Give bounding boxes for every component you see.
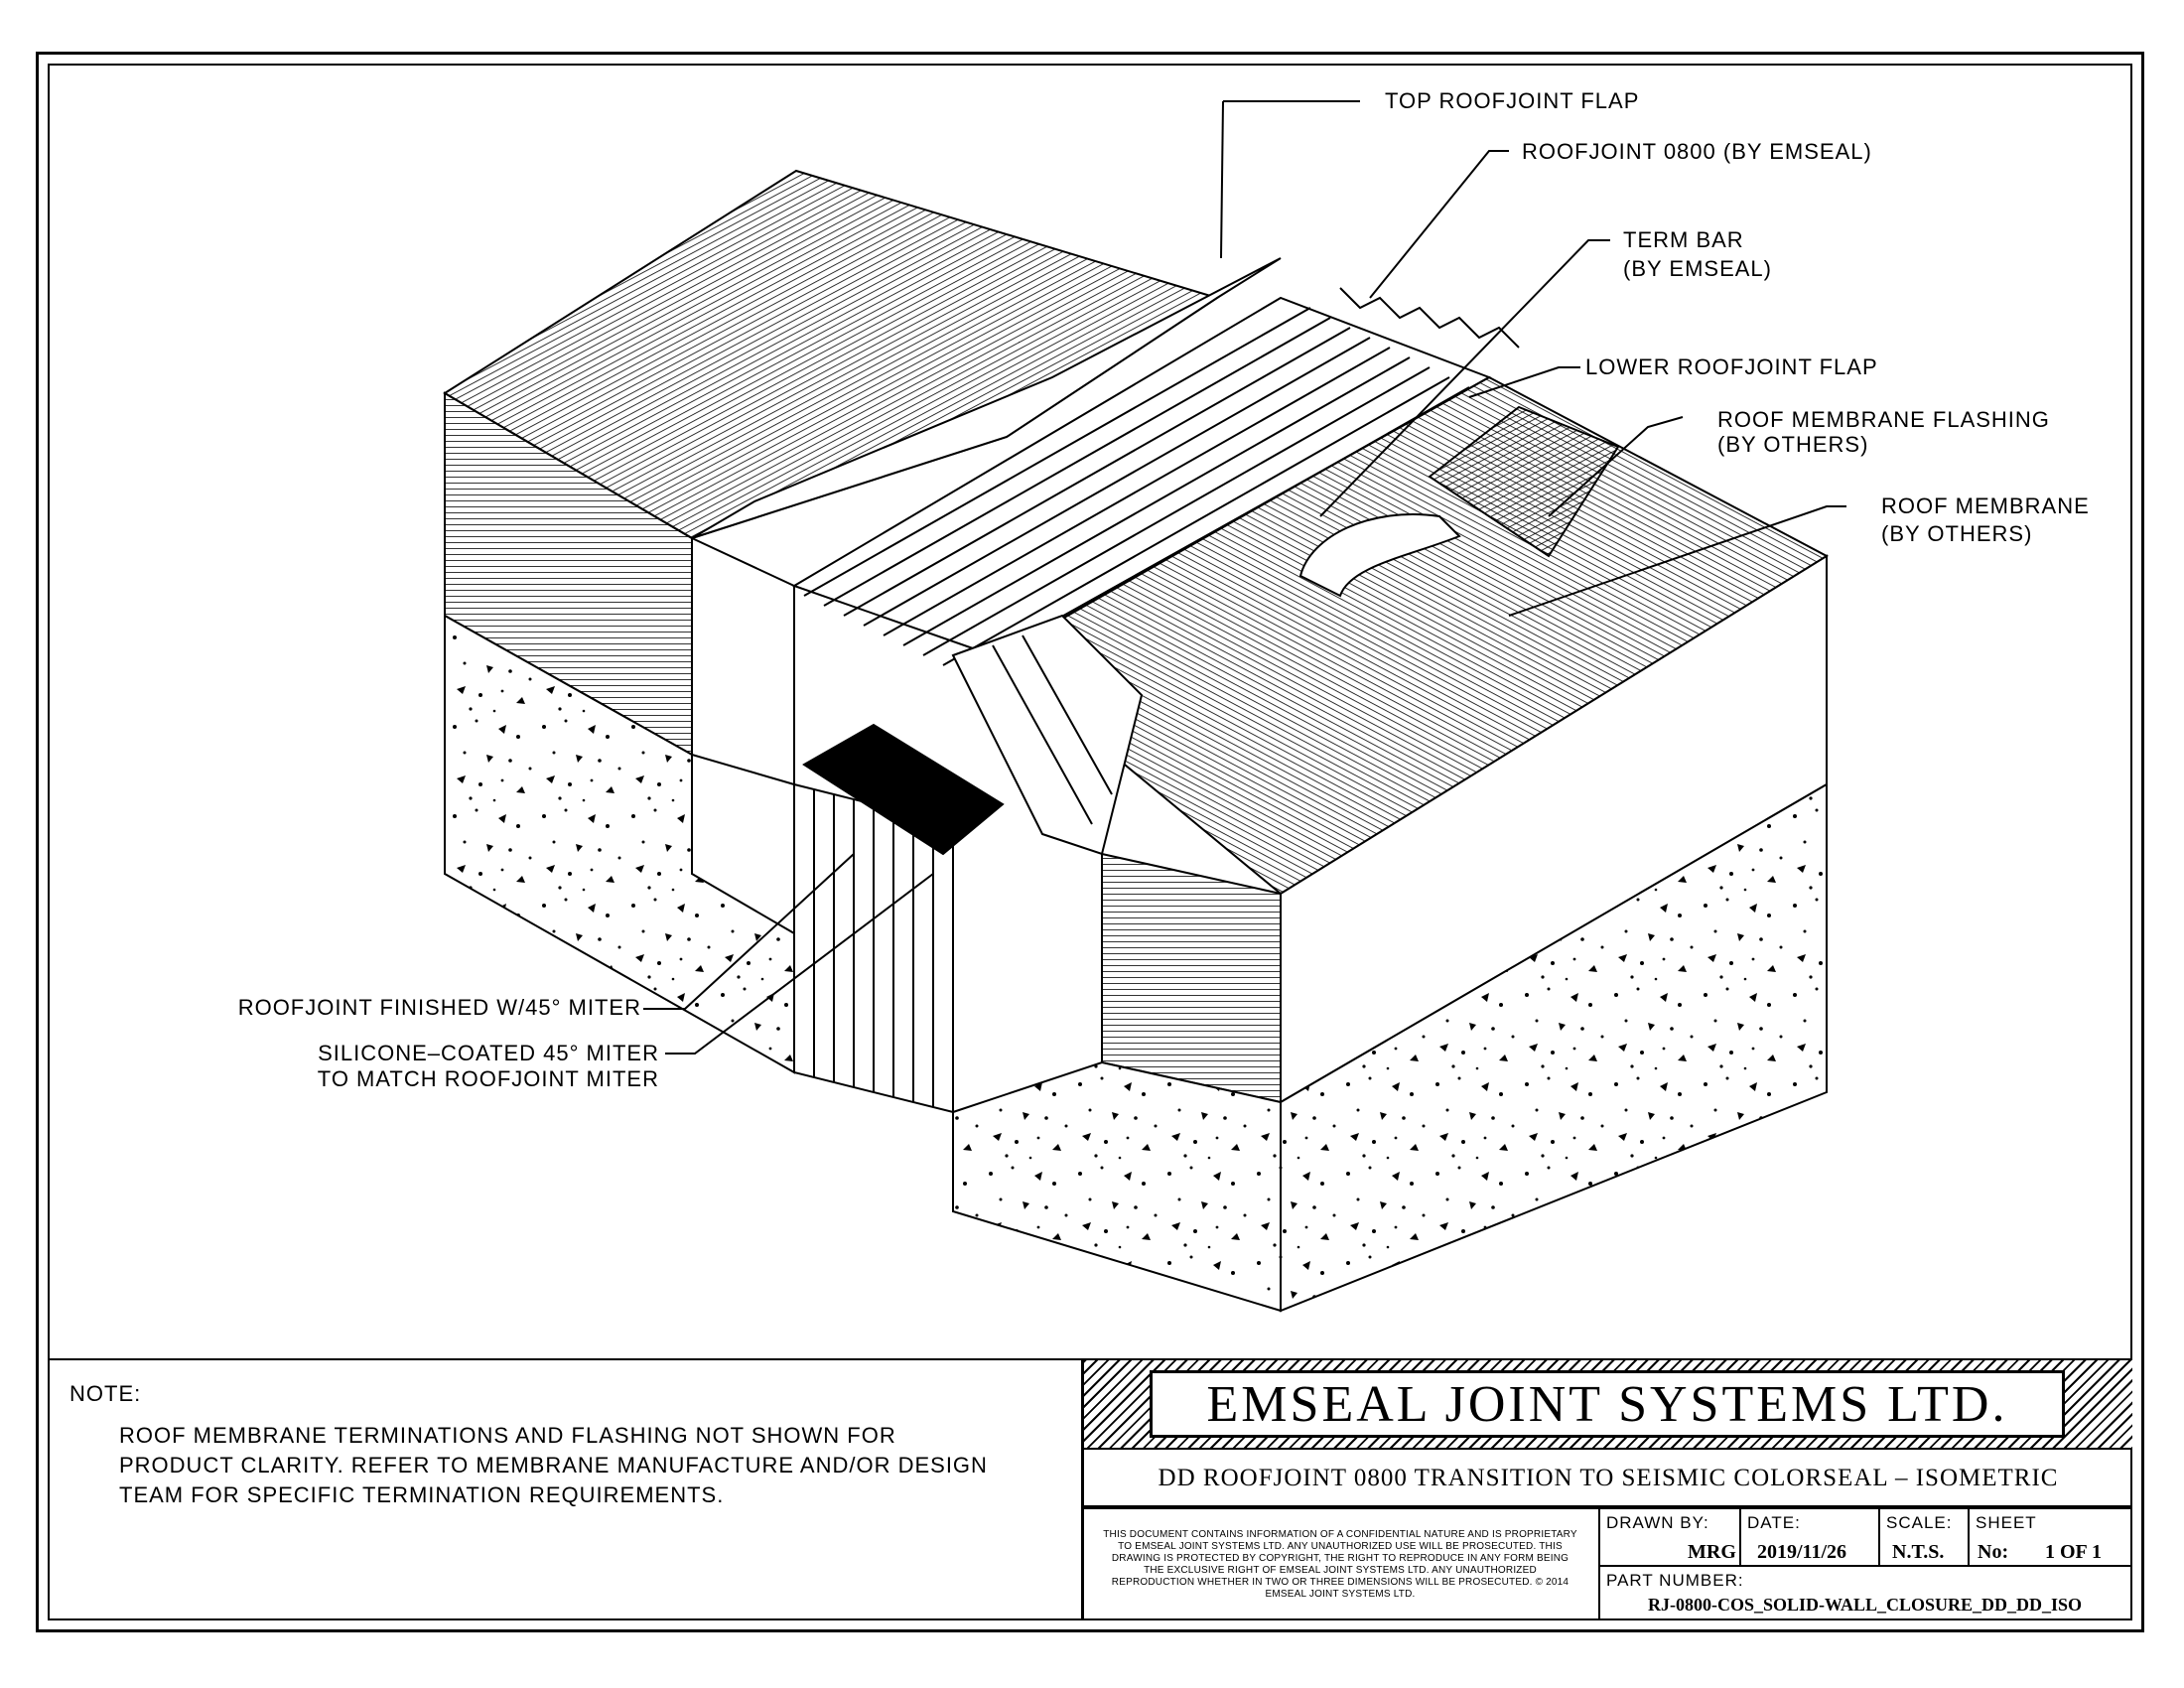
date-label: DATE: — [1747, 1513, 1801, 1532]
roof-membrane-flashing — [1428, 405, 1620, 558]
callout-leaders — [643, 100, 1846, 1055]
drawing-title: DD ROOFJOINT 0800 TRANSITION TO SEISMIC … — [1084, 1452, 2132, 1507]
sheet-cell — [1968, 1509, 1970, 1565]
callout-roofjoint-miter: ROOFJOINT FINISHED W/45° MITER — [237, 995, 641, 1020]
sheet-label: SHEET — [1976, 1513, 2037, 1532]
top-flap-front — [691, 536, 795, 786]
scale-value: N.T.S. — [1892, 1541, 1945, 1563]
title-top-divider — [1084, 1507, 2132, 1509]
membrane-cutout — [1298, 513, 1461, 598]
company-name: EMSEAL JOINT SYSTEMS LTD. — [1206, 1375, 2008, 1433]
drawn-by-value: MRG — [1688, 1541, 1736, 1563]
callout-roofjoint-0800: ROOFJOINT 0800 (BY EMSEAL) — [1522, 139, 1872, 164]
top-roofjoint-flap — [691, 257, 1282, 539]
title-divider — [1598, 1565, 2132, 1567]
scale-cell — [1878, 1509, 1880, 1565]
callout-silicone-miter: SILICONE–COATED 45° MITER — [318, 1041, 659, 1065]
callout-top-roofjoint-flap: TOP ROOFJOINT FLAP — [1385, 88, 1640, 113]
note-box — [48, 1358, 1084, 1620]
date-cell — [1739, 1509, 1741, 1565]
drawn-by-label: DRAWN BY: — [1606, 1513, 1709, 1532]
callout-roof-membrane-flashing-by: (BY OTHERS) — [1717, 432, 1869, 457]
right-concrete-front — [952, 1060, 1282, 1313]
company-box: EMSEAL JOINT SYSTEMS LTD. — [1150, 1370, 2065, 1438]
seismic-colorseal — [793, 614, 1144, 1114]
callout-silicone-miter-match: TO MATCH ROOFJOINT MITER — [317, 1066, 659, 1091]
sheet-no-label: No: — [1978, 1541, 2009, 1563]
part-number-value: RJ-0800-COS_SOLID-WALL_CLOSURE_DD_DD_ISO — [1648, 1595, 2083, 1615]
callout-roof-membrane-flashing: ROOF MEMBRANE FLASHING — [1717, 407, 2050, 432]
legal-notice: THIS DOCUMENT CONTAINS INFORMATION OF A … — [1103, 1529, 1577, 1600]
part-number-label: PART NUMBER: — [1606, 1571, 1744, 1590]
callout-roof-membrane: ROOF MEMBRANE — [1881, 493, 2090, 518]
date-value: 2019/11/26 — [1757, 1541, 1847, 1563]
roofjoint-bellows — [791, 287, 1520, 676]
scale-label: SCALE: — [1886, 1513, 1953, 1532]
callout-roof-membrane-by: (BY OTHERS) — [1881, 521, 2033, 546]
callout-lower-roofjoint-flap: LOWER ROOFJOINT FLAP — [1585, 354, 1878, 379]
callout-term-bar: TERM BAR — [1623, 227, 1744, 252]
right-block-front — [1101, 852, 1282, 1104]
sheet-value: 1 OF 1 — [2045, 1541, 2103, 1563]
inner-border — [48, 64, 2132, 1620]
outer-border — [36, 52, 2144, 1632]
note-title: NOTE: — [69, 1381, 142, 1406]
callout-term-bar-by: (BY EMSEAL) — [1623, 256, 1772, 281]
note-text: ROOF MEMBRANE TERMINATIONS AND FLASHING … — [119, 1423, 988, 1507]
